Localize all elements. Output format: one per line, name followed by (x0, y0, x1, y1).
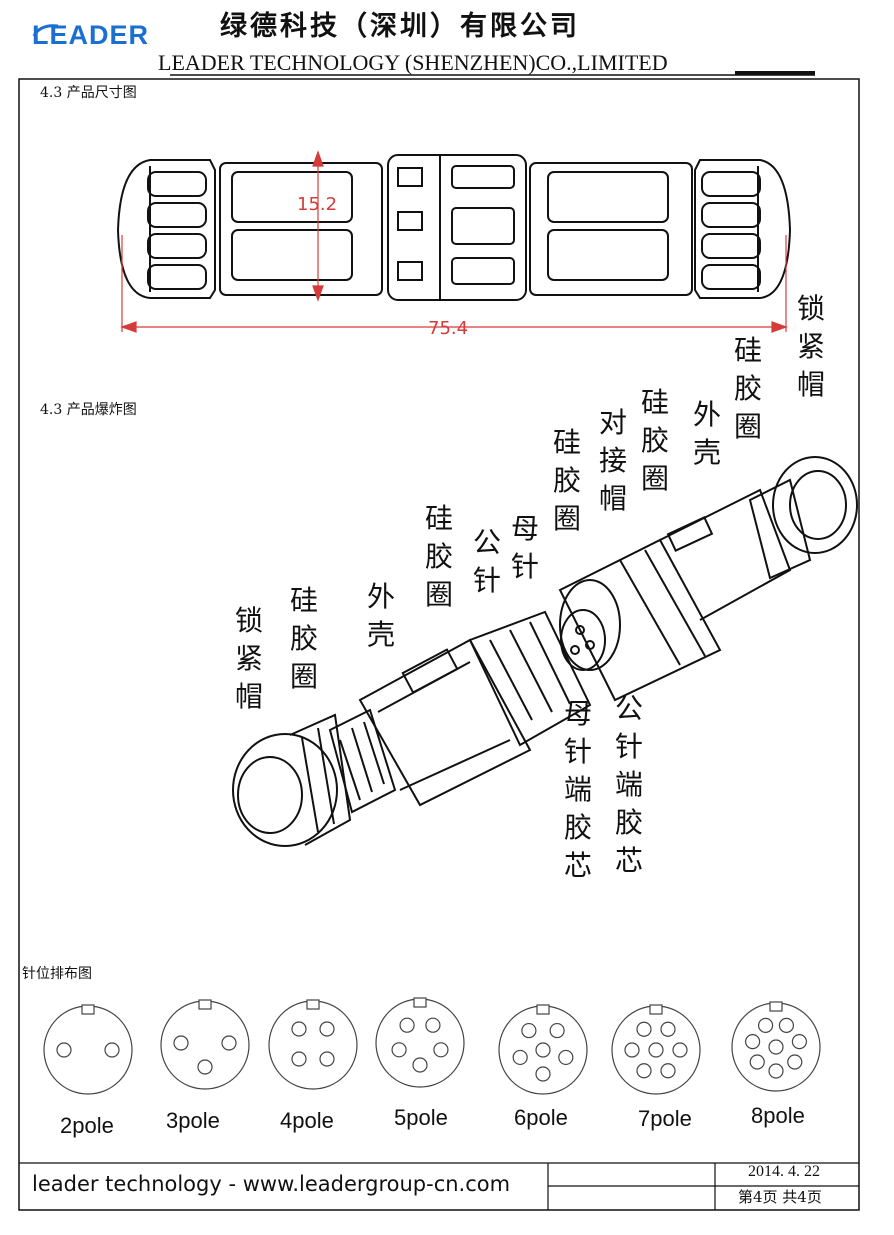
height-dimension: 15.2 (297, 194, 338, 215)
pin-hole (787, 1054, 803, 1070)
company-name-en: LEADER TECHNOLOGY (SHENZHEN)CO.,LIMITED (158, 50, 668, 75)
pole-label: 7pole (638, 1106, 692, 1131)
pin-key-notch (769, 1001, 783, 1012)
pin-key-notch (649, 1004, 663, 1015)
pin-hole (399, 1017, 415, 1033)
pole-label: 2pole (60, 1113, 114, 1138)
pole-label: 5pole (394, 1105, 448, 1130)
section-title-dimensions: 4.3 产品尺寸图 (40, 85, 137, 101)
footer-page-number: 第4页 共4页 (738, 1188, 822, 1206)
part-label-female-core: 母针端胶芯 (563, 697, 592, 882)
part-label-seal-right-1: 硅胶圈 (552, 426, 581, 535)
dimension-lines (120, 150, 788, 333)
part-label-seal-right-2: 硅胶圈 (640, 386, 669, 495)
pole-label: 8pole (751, 1103, 805, 1128)
pin-hole (549, 1022, 565, 1039)
pin-hole (391, 1042, 407, 1058)
pin-key-notch (81, 1004, 95, 1015)
pin-hole (291, 1051, 307, 1067)
dimension-drawing (116, 154, 792, 301)
pin-outline (268, 1000, 358, 1090)
pin-outline (375, 998, 465, 1088)
part-label-lock-cap-right: 锁紧帽 (796, 292, 825, 401)
part-label-seal-right-3: 硅胶圈 (733, 334, 762, 443)
page-frame (18, 78, 860, 1211)
pole-label: 4pole (280, 1108, 334, 1133)
pin-hole (319, 1051, 335, 1067)
pin-hole (56, 1042, 72, 1058)
pin-hole (535, 1042, 551, 1058)
pole-label: 3pole (166, 1108, 220, 1133)
pin-hole (425, 1017, 441, 1033)
pin-hole (512, 1049, 528, 1066)
part-label-male-core: 公针端胶芯 (614, 692, 643, 877)
pin-key-notch (413, 997, 427, 1008)
pin-hole (636, 1063, 652, 1079)
pin-hole (768, 1063, 784, 1079)
part-label-male-pin: 公针 (472, 526, 501, 597)
part-label-housing-left: 外壳 (366, 580, 395, 651)
pin-key-notch (306, 999, 320, 1010)
pin-hole (660, 1021, 676, 1037)
pin-hole (173, 1035, 189, 1051)
pin-hole (636, 1021, 652, 1037)
pin-hole (433, 1042, 449, 1058)
section-title-exploded: 4.3 产品爆炸图 (40, 402, 137, 418)
section-title-pin-layout: 针位排布图 (22, 966, 92, 982)
part-label-seal-left: 硅胶圈 (289, 584, 318, 693)
pin-hole (672, 1042, 688, 1058)
pin-key-notch (536, 1004, 550, 1015)
footer-company: leader technology - www.leadergroup-cn.c… (32, 1172, 511, 1196)
part-label-coupling-cap: 对接帽 (598, 406, 627, 515)
pin-hole (319, 1021, 335, 1037)
company-logo: LEADER (32, 20, 150, 50)
pin-hole (660, 1063, 676, 1079)
part-label-female-pin: 母针 (510, 512, 539, 583)
pin-hole (624, 1042, 640, 1058)
length-dimension: 75.4 (428, 318, 469, 339)
pin-hole (291, 1021, 307, 1037)
pin-hole (768, 1039, 784, 1055)
company-name-cn: 绿德科技（深圳）有限公司 (220, 11, 580, 42)
pole-label: 6pole (514, 1105, 568, 1130)
pin-hole (104, 1042, 120, 1058)
pin-hole (412, 1057, 428, 1073)
logo-mark (32, 24, 59, 37)
part-label-housing-right: 外壳 (692, 398, 721, 469)
pin-hole (745, 1034, 761, 1050)
pin-hole (791, 1034, 807, 1050)
pin-key-notch (198, 999, 212, 1010)
part-label-seal-left-2: 硅胶圈 (424, 502, 453, 611)
pin-hole (749, 1054, 765, 1070)
part-label-lock-cap-left: 锁紧帽 (234, 604, 263, 713)
pin-hole (757, 1017, 774, 1033)
pin-hole (558, 1049, 574, 1066)
pin-hole (197, 1059, 213, 1075)
pin-hole (648, 1042, 664, 1058)
footer-date: 2014. 4. 22 (748, 1163, 820, 1180)
pin-hole (221, 1035, 237, 1051)
exploded-view (232, 456, 858, 847)
pin-hole (535, 1066, 551, 1082)
pin-layout-diagrams (43, 997, 821, 1095)
pin-hole (521, 1022, 537, 1039)
pin-hole (778, 1017, 795, 1033)
